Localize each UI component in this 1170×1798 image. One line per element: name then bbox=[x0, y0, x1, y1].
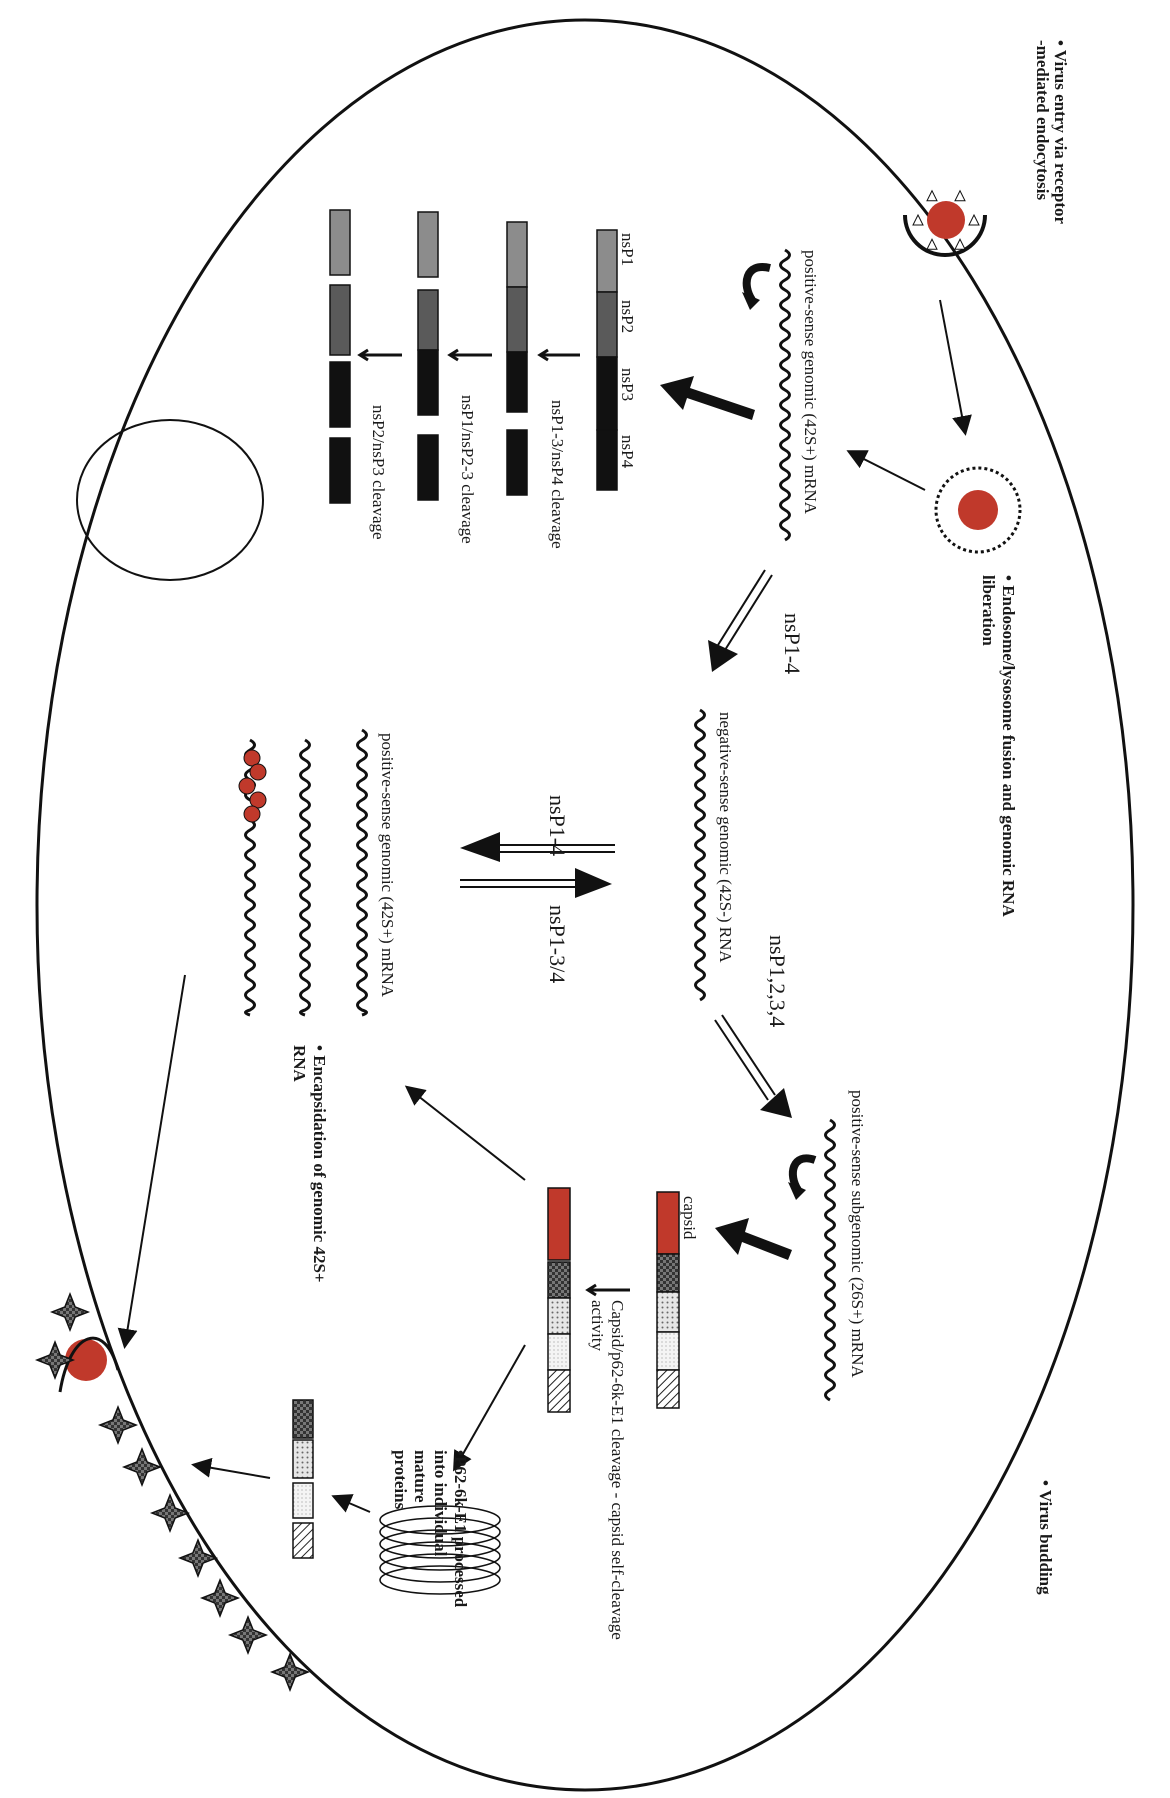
envelope-spike bbox=[230, 1617, 266, 1653]
step-processing-line2: into individual bbox=[431, 1450, 450, 1557]
liberation-arrow bbox=[850, 452, 925, 490]
rna-genomic-negative bbox=[696, 710, 705, 1000]
capsid-beads bbox=[239, 750, 266, 822]
step-entry-line2: -mediated endocytosis bbox=[1033, 40, 1052, 200]
step-processing-line3: mature bbox=[411, 1450, 430, 1503]
step-entry-line1: • Virus entry via receptor bbox=[1051, 40, 1070, 225]
structural-cleavage-line2: activity bbox=[588, 1300, 607, 1351]
cleavage-product-2 bbox=[418, 212, 438, 500]
label-nsp1: nsP1 bbox=[618, 233, 637, 266]
enzyme-label-2: nsP1-4 bbox=[545, 795, 570, 856]
rna-subgenomic-label: positive-sense subgenomic (26S+) mRNA bbox=[848, 1090, 867, 1378]
spike-glycoprotein bbox=[913, 215, 923, 225]
step-liberation-line1: • Endosome/lysosome fusion and genomic R… bbox=[999, 575, 1018, 917]
enzyme-label-4: nsP1,2,3,4 bbox=[765, 935, 790, 1027]
cleavage-product-1 bbox=[507, 222, 527, 495]
envelope-spike bbox=[272, 1654, 308, 1690]
replication-arrow-1 bbox=[708, 570, 772, 672]
enzyme-label-1: nsP1-4 bbox=[780, 613, 805, 674]
spike-glycoprotein bbox=[927, 191, 937, 201]
rna-genomic-positive-2-label: positive-sense genomic (42S+) mRNA bbox=[378, 733, 397, 998]
envelope-spike bbox=[180, 1540, 216, 1576]
step-processing-line1: •P62-6k-E1 processed bbox=[451, 1450, 470, 1608]
cell-membrane bbox=[37, 20, 1133, 1790]
transcription-arrow bbox=[715, 1015, 792, 1118]
label-capsid: capsid bbox=[680, 1196, 699, 1240]
rna-genomic-negative-label: negative-sense genomic (42S-) RNA bbox=[716, 712, 735, 963]
mature-proteins bbox=[293, 1400, 313, 1558]
nucleus bbox=[77, 420, 263, 580]
budding-arrow bbox=[125, 975, 185, 1345]
cleavage-product-3 bbox=[330, 210, 350, 503]
label-nsp2: nsP2 bbox=[618, 300, 637, 333]
step-budding: • Virus budding bbox=[1036, 1480, 1055, 1595]
virus-particle bbox=[958, 490, 998, 530]
envelope-spike bbox=[100, 1407, 136, 1443]
spike-glycoprotein bbox=[955, 239, 965, 249]
translation-arrow bbox=[660, 376, 755, 420]
cleavage-label-3: nsP2/nsP3 cleavage bbox=[369, 405, 388, 540]
cleavage-label-2: nsP1/nsP2-3 cleavage bbox=[458, 395, 477, 544]
label-nsp4: nsP4 bbox=[618, 435, 637, 469]
rna-genomic-positive-label: positive-sense genomic (42S+) mRNA bbox=[801, 250, 820, 515]
structural-cleavage-line1: Capsid/p62-6k-E1 cleavage - capsid self-… bbox=[608, 1300, 627, 1640]
envelope-spike bbox=[202, 1580, 238, 1616]
rna-progeny-1 bbox=[358, 730, 367, 1015]
structural-polyprotein bbox=[657, 1192, 679, 1408]
label-nsp3: nsP3 bbox=[618, 368, 637, 401]
step-encapsidation-line1: • Encapsidation of genomic 42S+ bbox=[310, 1045, 329, 1283]
spike-glycoprotein bbox=[969, 215, 979, 225]
structural-cleaved bbox=[548, 1188, 570, 1412]
rna-subgenomic bbox=[788, 1120, 835, 1400]
step-encapsidation-line2: RNA bbox=[290, 1045, 309, 1083]
cleavage-label-1: nsP1-3/nsP4 cleavage bbox=[548, 400, 567, 549]
spike-glycoprotein bbox=[955, 191, 965, 201]
rna-progeny-2 bbox=[301, 740, 310, 1015]
envelope-spike bbox=[52, 1294, 88, 1330]
envelope-spike bbox=[37, 1342, 73, 1378]
envelope-spike bbox=[152, 1495, 188, 1531]
enzyme-label-3: nsP1-3/4 bbox=[545, 905, 570, 983]
spike-glycoprotein bbox=[927, 239, 937, 249]
step-liberation-line2: liberation bbox=[979, 575, 998, 646]
polyprotein-full bbox=[597, 230, 617, 490]
step-processing-line4: proteins bbox=[391, 1450, 410, 1510]
virus-particle bbox=[927, 201, 965, 239]
endosome bbox=[936, 468, 1020, 552]
encapsidation-arrow bbox=[408, 1088, 525, 1180]
translation-arrow-structural bbox=[715, 1218, 792, 1260]
entry-arrow bbox=[940, 300, 965, 432]
budding-site bbox=[37, 1294, 308, 1690]
replication-bidirectional bbox=[460, 832, 615, 898]
rna-genomic-positive bbox=[742, 250, 790, 540]
